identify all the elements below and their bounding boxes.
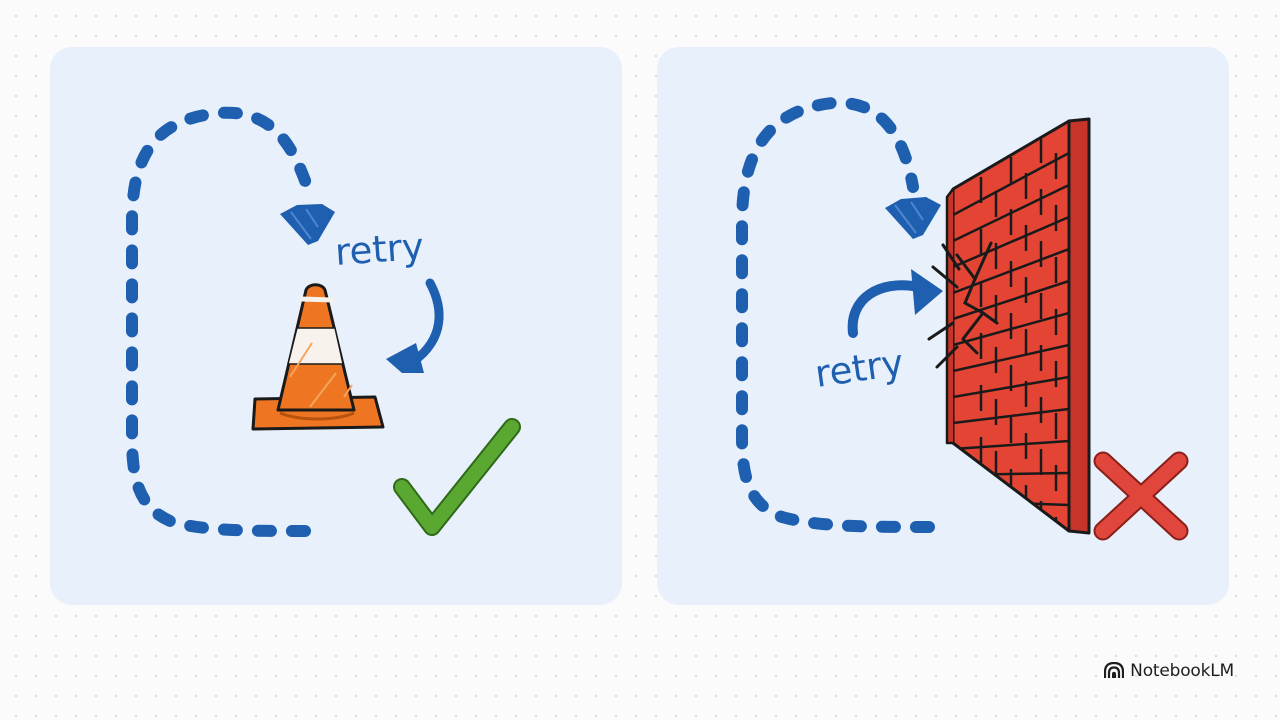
brick-wall-icon xyxy=(945,117,1091,535)
crack-impact-icon xyxy=(927,241,999,369)
loop-arrowhead-icon xyxy=(280,204,335,245)
retry-label: retry xyxy=(334,225,426,274)
x-mark-icon xyxy=(1093,451,1189,541)
transient-obstacle-illustration: retry xyxy=(126,106,521,537)
retry-arrow-icon xyxy=(847,269,943,338)
notebooklm-logo-icon xyxy=(1104,662,1125,678)
permanent-obstacle-illustration: retry xyxy=(736,96,1189,541)
dashed-retry-loop xyxy=(126,106,316,537)
retry-label: retry xyxy=(812,341,906,396)
checkmark-icon xyxy=(393,418,521,536)
brand-name: NotebookLM xyxy=(1130,661,1234,681)
dashed-retry-loop xyxy=(736,96,935,533)
traffic-cone-icon xyxy=(251,283,385,431)
transient-obstacle-panel: retry xyxy=(50,47,622,605)
loop-arrowhead-icon xyxy=(885,197,941,239)
permanent-obstacle-panel: retry xyxy=(657,47,1229,605)
retry-arrow-icon xyxy=(386,278,444,373)
notebooklm-brand: NotebookLM xyxy=(1104,658,1234,684)
